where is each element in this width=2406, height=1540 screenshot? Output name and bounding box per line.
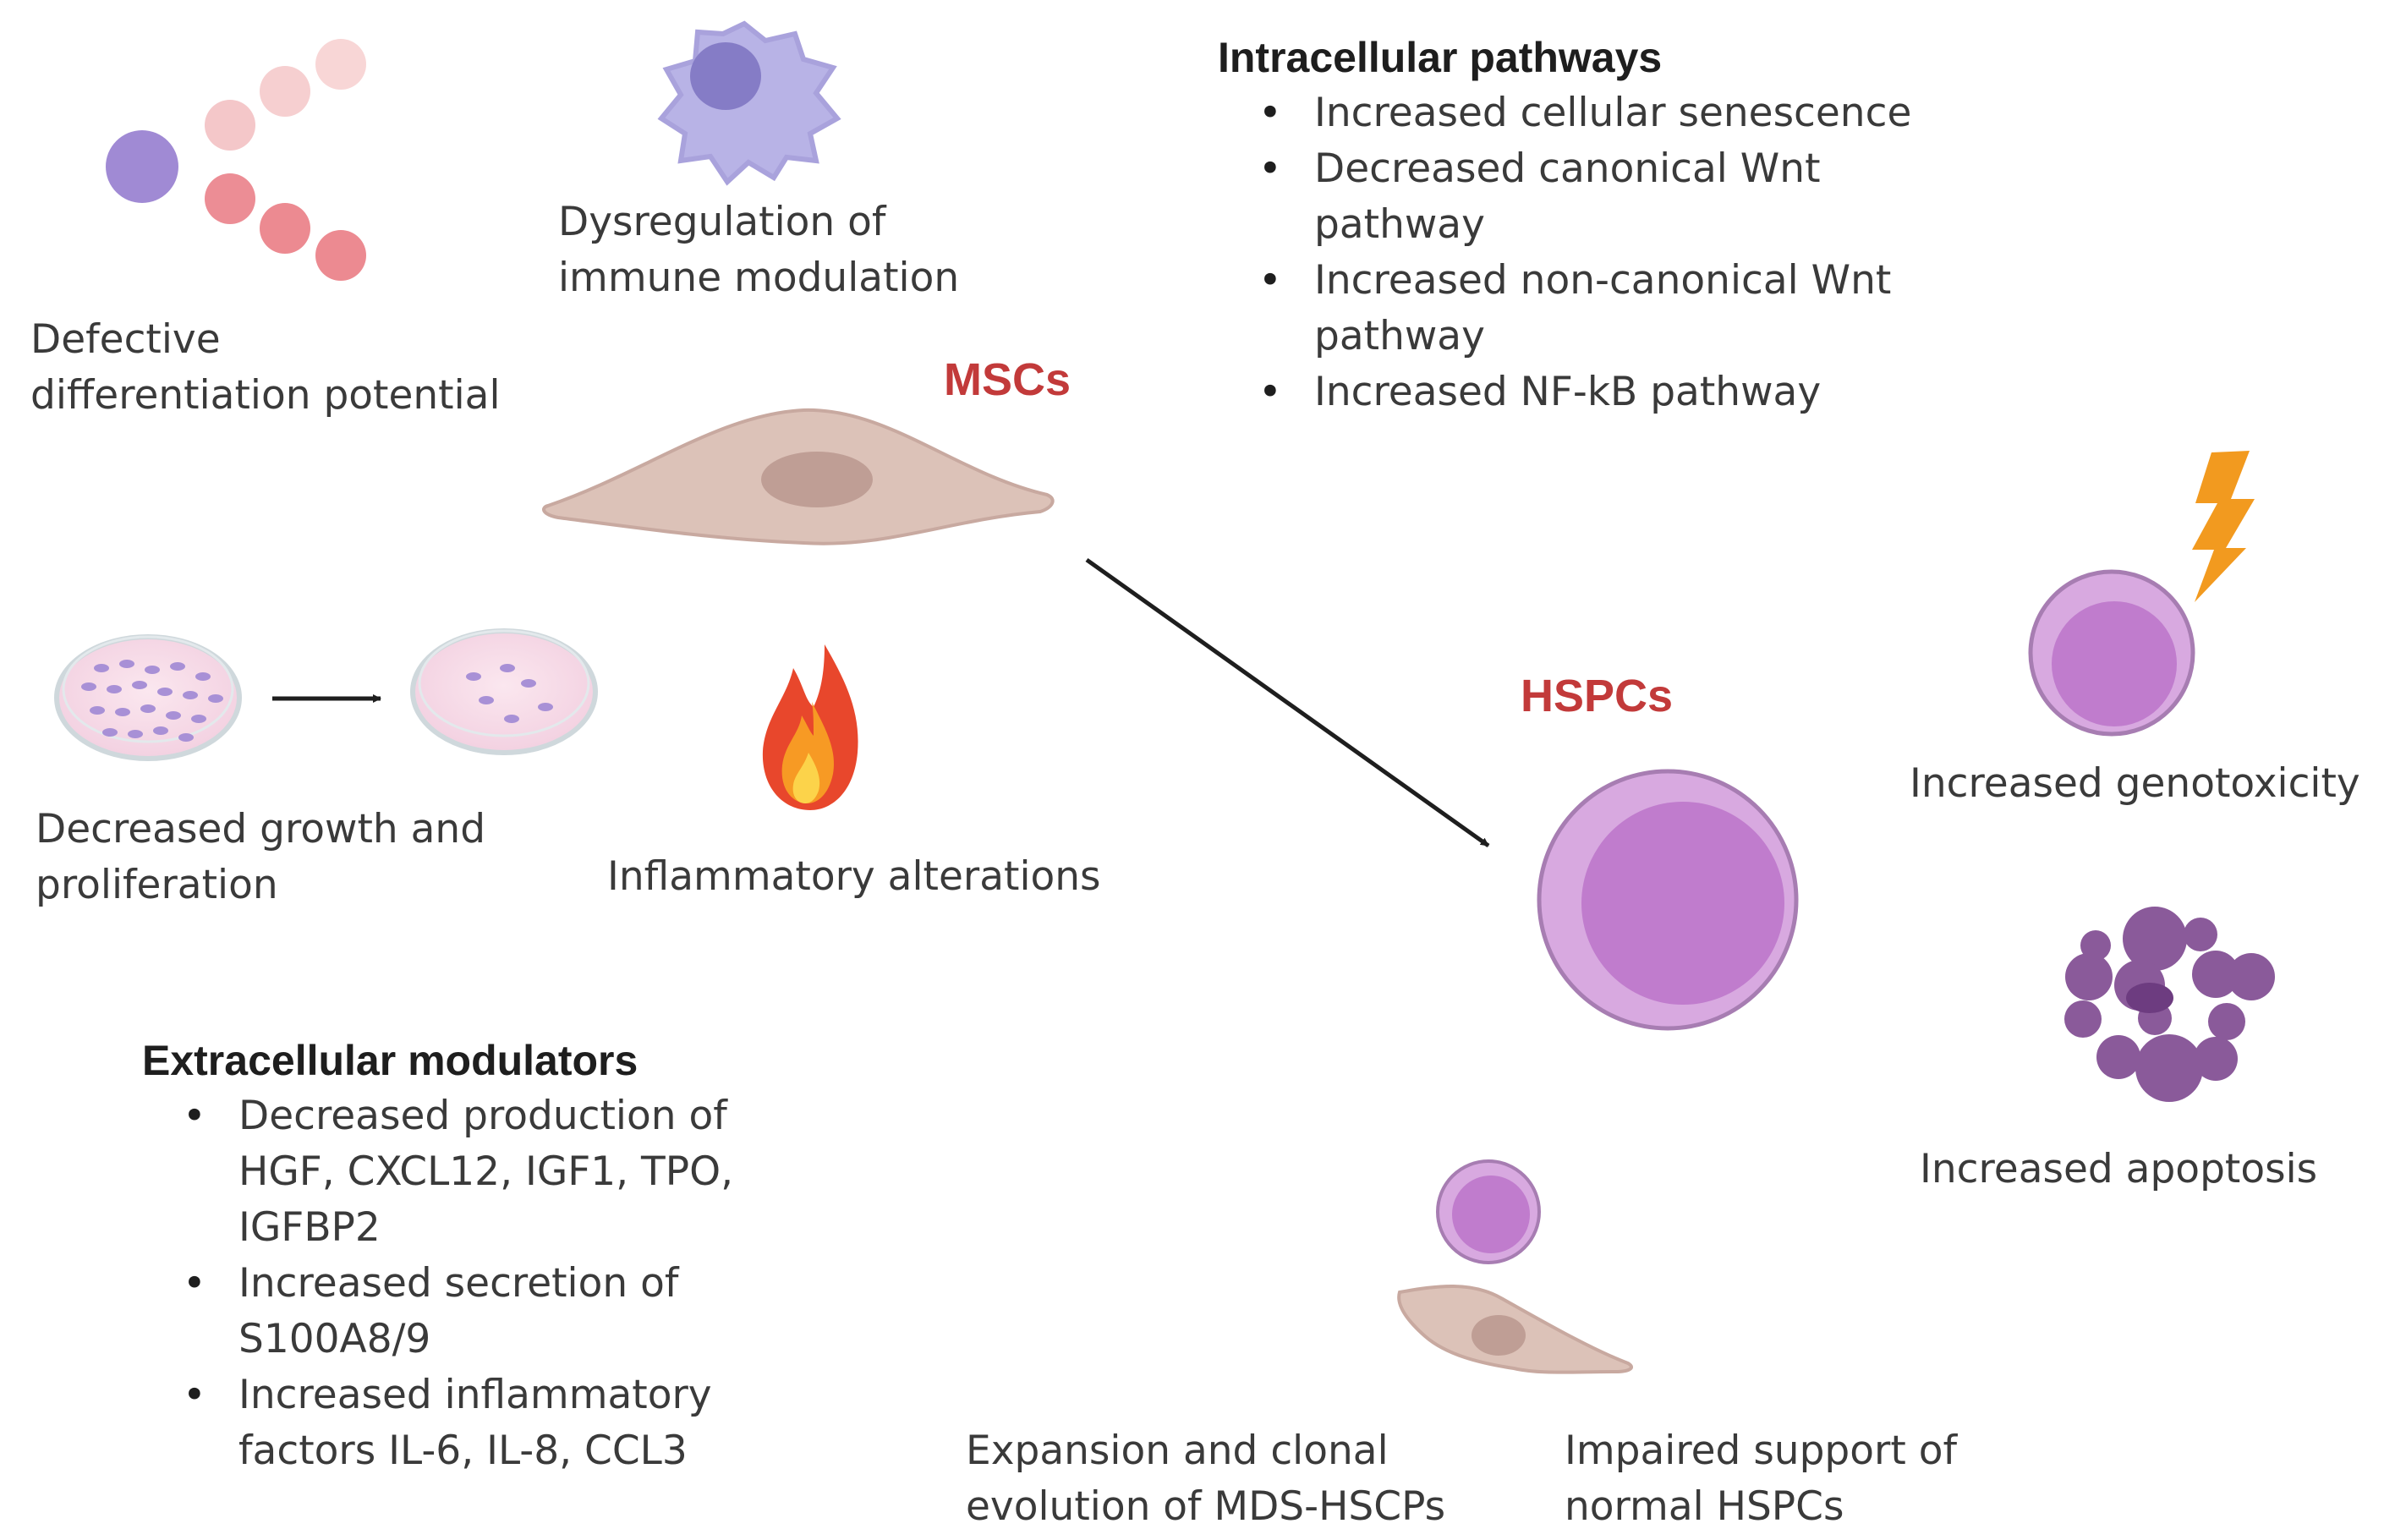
extracellular-modulators-block: Extracellular modulators Decreased produ…: [142, 1033, 733, 1479]
msc-cell-icon: [542, 408, 1055, 545]
small-msc-cell-icon: [1397, 1285, 1633, 1374]
petri-dish-sparse-icon: [410, 628, 598, 755]
expansion-clonal-label: Expansion and clonal evolution of MDS-HS…: [966, 1428, 1446, 1530]
petri-dish-dense-icon: [54, 634, 242, 761]
msc-to-hspc-arrow: [1085, 557, 1490, 848]
immune-cell-icon: [657, 20, 841, 186]
increased-genotoxicity-label: Increased genotoxicity: [1910, 760, 2360, 807]
list-item: Increased cellular senescence: [1218, 85, 1911, 141]
inflammatory-alterations-label: Inflammatory alterations: [607, 853, 1101, 900]
immune-dysregulation-label: Dysregulation of immune modulation: [558, 199, 960, 301]
intracellular-pathways-title: Intracellular pathways: [1218, 34, 1663, 81]
small-hspc-cell-icon: [1436, 1159, 1541, 1264]
list-item: Increased NF-kB pathway: [1218, 364, 1911, 420]
intracellular-pathways-block: Intracellular pathways Increased cellula…: [1218, 30, 1911, 420]
increased-apoptosis-label: Increased apoptosis: [1920, 1146, 2318, 1192]
impaired-support-label: Impaired support of normal HSPCs: [1565, 1428, 1958, 1530]
defective-differentiation-label: Defective differentiation potential: [30, 316, 501, 419]
flame-icon: [762, 644, 858, 810]
apoptosis-cell-icon: [2064, 907, 2275, 1102]
hspc-title: HSPCs: [1521, 671, 1674, 721]
differentiation-cells-icon: [106, 39, 366, 281]
decreased-growth-label: Decreased growth and proliferation: [36, 806, 486, 908]
lightning-icon: [2192, 451, 2255, 602]
intracellular-pathways-list: Increased cellular senescence Decreased …: [1218, 85, 1911, 420]
genotoxicity-cell-icon: [2028, 569, 2195, 737]
hspc-cell-icon: [1537, 769, 1799, 1031]
msc-title: MSCs: [944, 354, 1071, 405]
extracellular-modulators-title: Extracellular modulators: [142, 1037, 638, 1084]
